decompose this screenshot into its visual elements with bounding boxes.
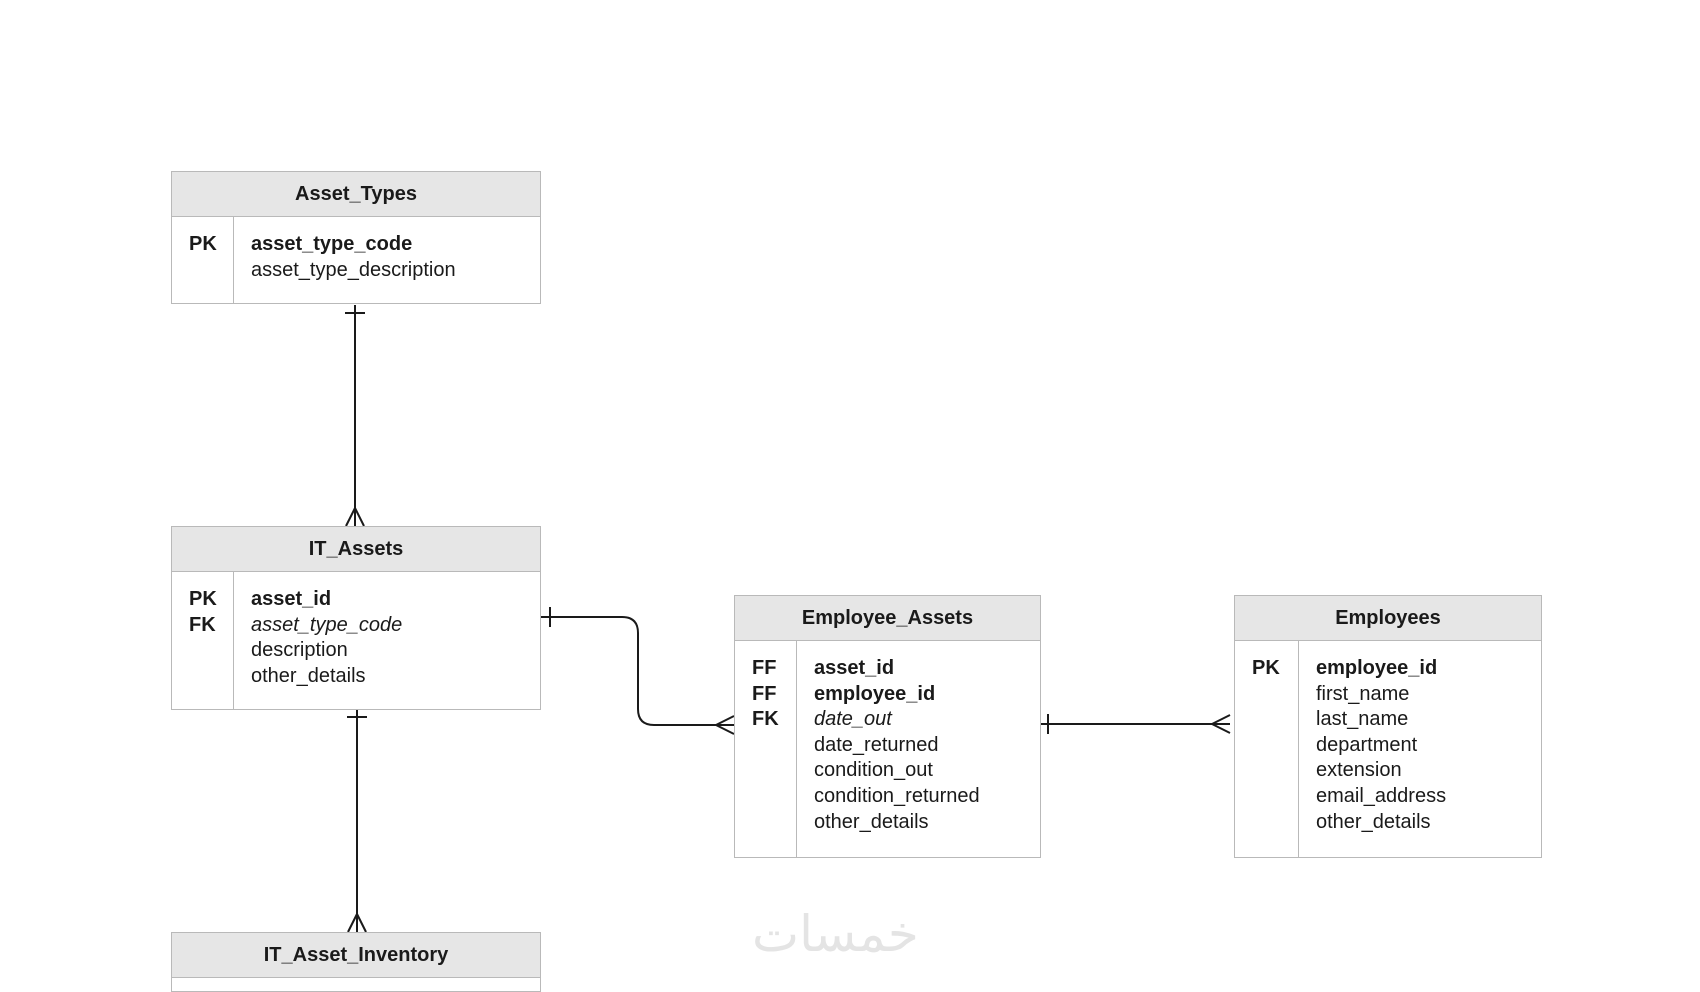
entity-it-asset-inventory[interactable]: IT_Asset_Inventory (171, 932, 541, 992)
field-name: last_name (1316, 708, 1409, 731)
key-label: PK (1252, 657, 1280, 679)
key-label (752, 733, 796, 759)
key-label: FF (752, 657, 777, 679)
key-label (189, 664, 233, 690)
key-label: FF (752, 682, 777, 705)
field-name: asset_id (251, 588, 332, 610)
field-name: asset_id (814, 657, 895, 679)
key-label (1252, 707, 1298, 733)
key-label (189, 638, 233, 664)
entity-it-assets[interactable]: IT_Assets PK FK asset_id asset_type_code… (171, 526, 541, 710)
field-name: date_out (814, 708, 892, 731)
entity-title: Asset_Types (172, 172, 540, 217)
field-name: employee_id (814, 682, 936, 705)
field-name: department (1316, 733, 1418, 756)
field-name: employee_id (1316, 657, 1438, 679)
entity-asset-types[interactable]: Asset_Types PK asset_type_code asset_typ… (171, 171, 541, 304)
key-label (752, 758, 796, 784)
field-column: employee_id first_name last_name departm… (1299, 640, 1446, 857)
key-column: PK (1235, 640, 1299, 857)
key-label (1252, 682, 1298, 708)
entity-title: IT_Asset_Inventory (172, 933, 540, 978)
key-label (1252, 758, 1298, 784)
field-name: other_details (814, 810, 929, 833)
entity-title: Employee_Assets (735, 596, 1040, 641)
field-name: asset_type_code (251, 613, 403, 636)
field-name: asset_type_description (251, 258, 456, 281)
rel-it-assets-employee-assets[interactable] (540, 607, 735, 735)
field-name: extension (1316, 759, 1402, 782)
key-column: FF FF FK (735, 640, 797, 857)
entity-title: IT_Assets (172, 527, 540, 572)
entity-employees[interactable]: Employees PK employee_id first_name last… (1234, 595, 1542, 858)
field-name: asset_type_code (251, 233, 413, 255)
key-label (1252, 733, 1298, 759)
entity-title: Employees (1235, 596, 1541, 641)
rel-it-assets-inventory[interactable] (347, 710, 367, 933)
field-name: description (251, 639, 348, 662)
field-column: asset_type_code asset_type_description (234, 216, 456, 303)
relationship-connectors (345, 305, 1231, 933)
field-name: first_name (1316, 682, 1410, 705)
field-name: condition_out (814, 759, 933, 782)
field-column: asset_id employee_id date_out date_retur… (797, 640, 980, 857)
key-label (189, 258, 233, 284)
field-name: date_returned (814, 733, 939, 756)
field-name: other_details (1316, 810, 1431, 833)
key-column: PK (172, 216, 234, 303)
key-label: PK (189, 588, 217, 610)
rel-employees-employee-assets[interactable] (1039, 714, 1231, 734)
rel-asset-types-it-assets[interactable] (345, 305, 365, 527)
key-label (1252, 810, 1298, 836)
field-name: email_address (1316, 784, 1447, 807)
field-column: asset_id asset_type_code description oth… (234, 571, 402, 709)
key-label (1252, 784, 1298, 810)
entity-employee-assets[interactable]: Employee_Assets FF FF FK asset_id employ… (734, 595, 1041, 858)
key-label: PK (189, 233, 217, 255)
key-label: FK (189, 613, 216, 636)
key-column: PK FK (172, 571, 234, 709)
key-label: FK (752, 708, 779, 731)
field-name: condition_returned (814, 784, 980, 807)
watermark-logo: خمسات (752, 905, 919, 963)
key-label (752, 810, 796, 836)
key-label (752, 784, 796, 810)
field-name: other_details (251, 664, 366, 687)
